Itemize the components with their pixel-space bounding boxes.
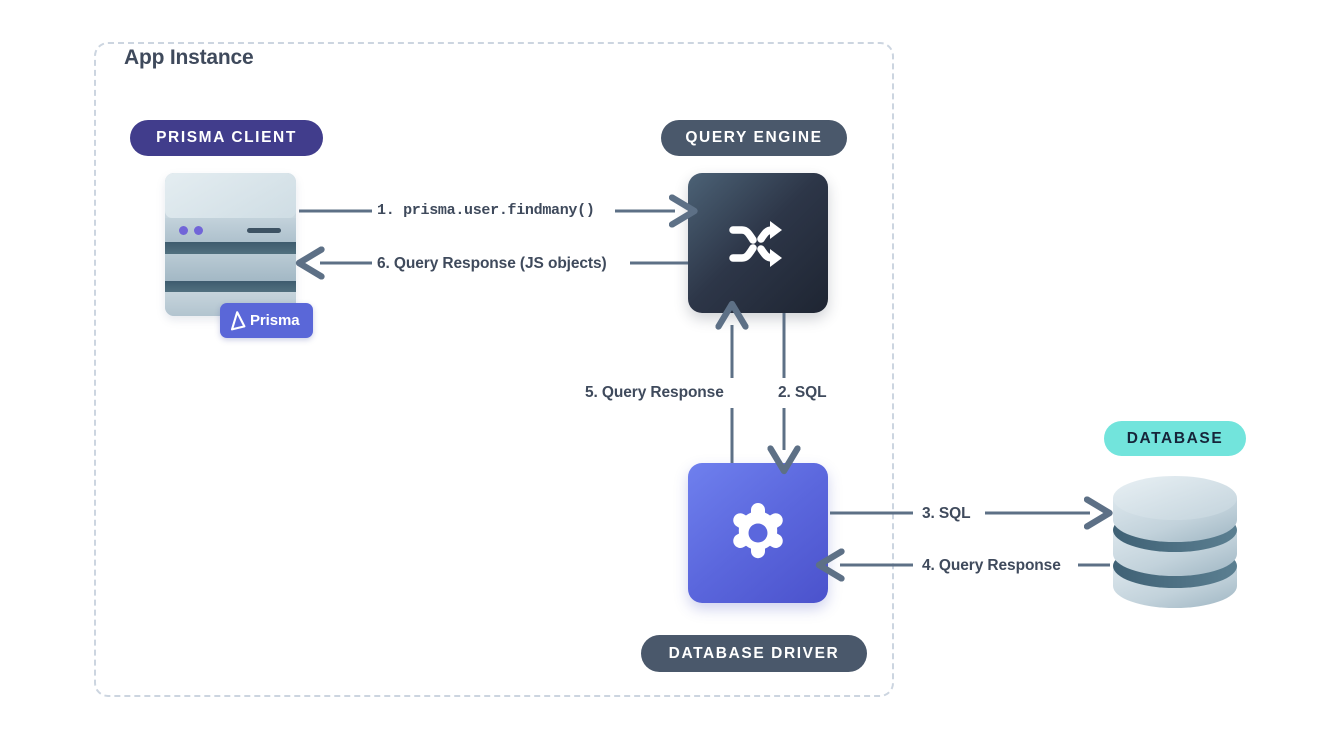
- app-instance-title: App Instance: [118, 45, 266, 71]
- flow-label-4: 4. Query Response: [922, 557, 1061, 574]
- database-cylinder-icon: [1110, 473, 1240, 628]
- server-led-1: [179, 226, 188, 235]
- flow-label-3: 3. SQL: [922, 505, 971, 522]
- query-engine-block: [688, 173, 828, 313]
- badge-prisma-client: PRISMA CLIENT: [130, 120, 323, 156]
- server-band-2: [165, 242, 296, 254]
- server-band-1: [165, 218, 296, 242]
- badge-query-engine: QUERY ENGINE: [661, 120, 847, 156]
- badge-database: DATABASE: [1104, 421, 1246, 456]
- prisma-triangle-icon: [229, 310, 246, 331]
- server-top-face: [165, 173, 296, 218]
- flow-label-1: 1. prisma.user.findmany(): [377, 202, 595, 219]
- shuffle-icon: [728, 218, 788, 268]
- prisma-logo-badge: Prisma: [220, 303, 313, 338]
- server-led-2: [194, 226, 203, 235]
- server-slot-1: [247, 228, 281, 233]
- gear-icon: [727, 502, 789, 564]
- app-instance-container: [94, 42, 894, 697]
- prisma-client-server-icon: [165, 173, 296, 316]
- flow-label-5: 5. Query Response: [585, 384, 724, 401]
- server-band-4: [165, 281, 296, 292]
- badge-database-driver: DATABASE DRIVER: [641, 635, 867, 672]
- prisma-logo-label: Prisma: [250, 312, 300, 329]
- flow-label-6: 6. Query Response (JS objects): [377, 255, 607, 272]
- flow-label-2: 2. SQL: [778, 384, 827, 401]
- database-driver-block: [688, 463, 828, 603]
- server-band-3: [165, 254, 296, 281]
